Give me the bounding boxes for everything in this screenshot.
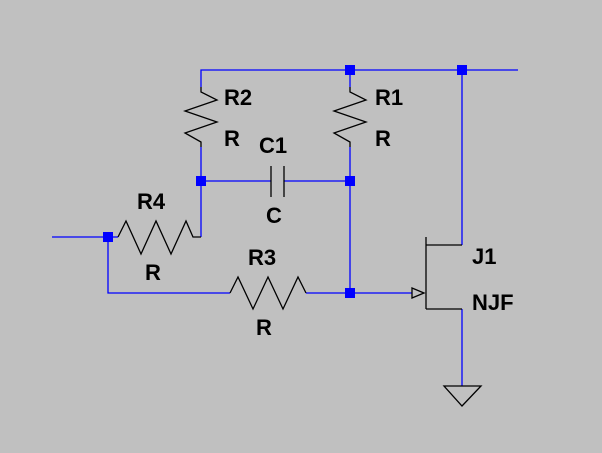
junction-node [345, 288, 355, 298]
wire-top-rail [200, 69, 518, 87]
ground-icon [442, 385, 483, 407]
r4-name-label: R4 [137, 189, 166, 214]
j1-name-label: J1 [472, 244, 496, 269]
wire-r3-left [107, 237, 230, 294]
resistor-r4[interactable] [117, 219, 201, 256]
r4-value-label: R [145, 260, 161, 285]
r2-name-label: R2 [224, 85, 252, 110]
r1-value-label: R [375, 126, 391, 151]
r3-name-label: R3 [248, 245, 276, 270]
junction-node [196, 176, 206, 186]
resistor-r2[interactable] [183, 87, 219, 147]
gate-arrow-icon [411, 287, 426, 299]
r3-value-label: R [256, 315, 272, 340]
junction-node [345, 176, 355, 186]
junction-nodes [103, 65, 467, 298]
junction-node [103, 232, 113, 242]
j1-value-label: NJF [472, 290, 514, 315]
c1-name-label: C1 [259, 133, 287, 158]
junction-node [345, 65, 355, 75]
resistor-r1[interactable] [332, 87, 368, 147]
wires [52, 69, 518, 386]
r1-name-label: R1 [375, 85, 403, 110]
r2-value-label: R [224, 126, 240, 151]
capacitor-c1[interactable] [270, 166, 285, 197]
c1-value-label: C [266, 203, 282, 228]
resistor-r3[interactable] [229, 275, 307, 311]
junction-node [457, 65, 467, 75]
jfet-j1[interactable] [411, 237, 462, 310]
